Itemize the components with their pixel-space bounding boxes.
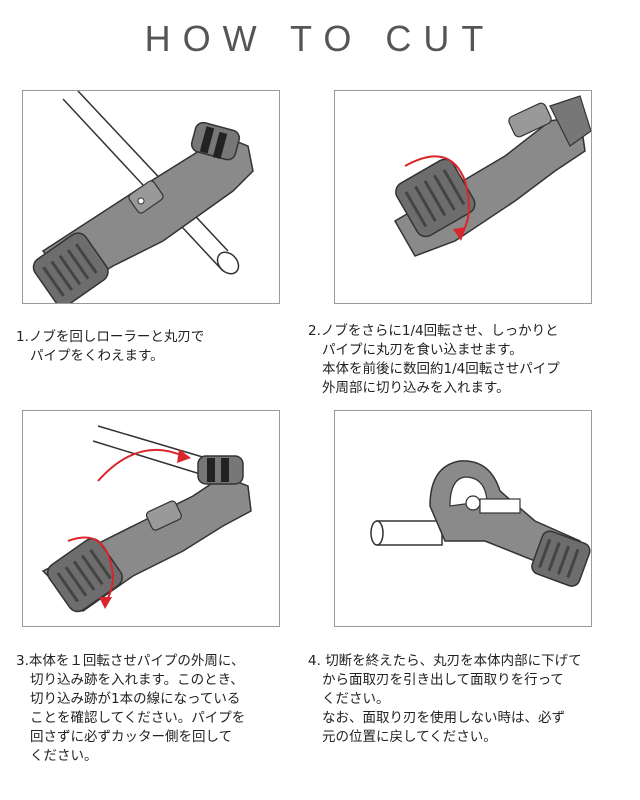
step-line: 切り込み跡が1本の線になっている — [30, 691, 241, 707]
step-line: ノブをさらに1/4回転させ、しっかりと — [320, 323, 559, 339]
step-2-text: 2.ノブをさらに1/4回転させ、しっかりと パイプに丸刃を食い込ませます。 本体… — [308, 322, 560, 398]
step-line: 元の位置に戻してください。 — [322, 729, 497, 745]
step-2-illustration — [334, 90, 592, 304]
step-number: 2. — [308, 323, 321, 339]
step-3-illustration — [22, 410, 280, 627]
step-line: 本体を前後に数回約1/4回転させパイプ — [322, 361, 560, 377]
page-title: HOW TO CUT — [144, 18, 496, 59]
step-line: ください。 — [322, 691, 390, 707]
pipe-cutter-full-rotation-image — [41, 425, 252, 613]
step-line: パイプに丸刃を食い込ませます。 — [322, 342, 523, 358]
pipe-cutter-knob-rotation-image — [393, 95, 591, 257]
step-1-illustration — [22, 90, 280, 304]
step-line: ことを確認してください。パイプを — [30, 710, 246, 726]
step-line: から面取刃を引き出して面取りを行って — [322, 672, 564, 688]
pipe-cutter-chamfer-image — [370, 460, 591, 587]
step-4-illustration — [334, 410, 592, 627]
step-line: 回さずに必ずカッター側を回して — [30, 729, 233, 745]
step-1-text: 1.ノブを回しローラーと丸刃で パイプをくわえます。 — [16, 328, 204, 366]
step-line: ください。 — [30, 748, 98, 764]
pipe-cutter-gripping-pipe-image — [32, 91, 254, 303]
step-4-text: 4. 切断を終えたら、丸刃を本体内部に下げて から面取刃を引き出して面取りを行っ… — [308, 652, 582, 747]
step-line: 切り込み跡を入れます。このとき、 — [30, 672, 244, 688]
step-number: 4. — [308, 653, 321, 669]
step-line: パイプをくわえます。 — [30, 348, 164, 364]
step-line: 本体を１回転させパイプの外周に、 — [28, 653, 245, 669]
step-3-text: 3.本体を１回転させパイプの外周に、 切り込み跡を入れます。このとき、 切り込み… — [16, 652, 245, 766]
step-line: なお、面取り刃を使用しない時は、必ず — [322, 710, 565, 726]
step-line: 切断を終えたら、丸刃を本体内部に下げて — [325, 653, 582, 669]
step-line: ノブを回しローラーと丸刃で — [28, 329, 205, 345]
step-line: 外周部に切り込みを入れます。 — [322, 380, 510, 396]
step-number: 1. — [16, 329, 29, 345]
step-number: 3. — [16, 653, 29, 669]
